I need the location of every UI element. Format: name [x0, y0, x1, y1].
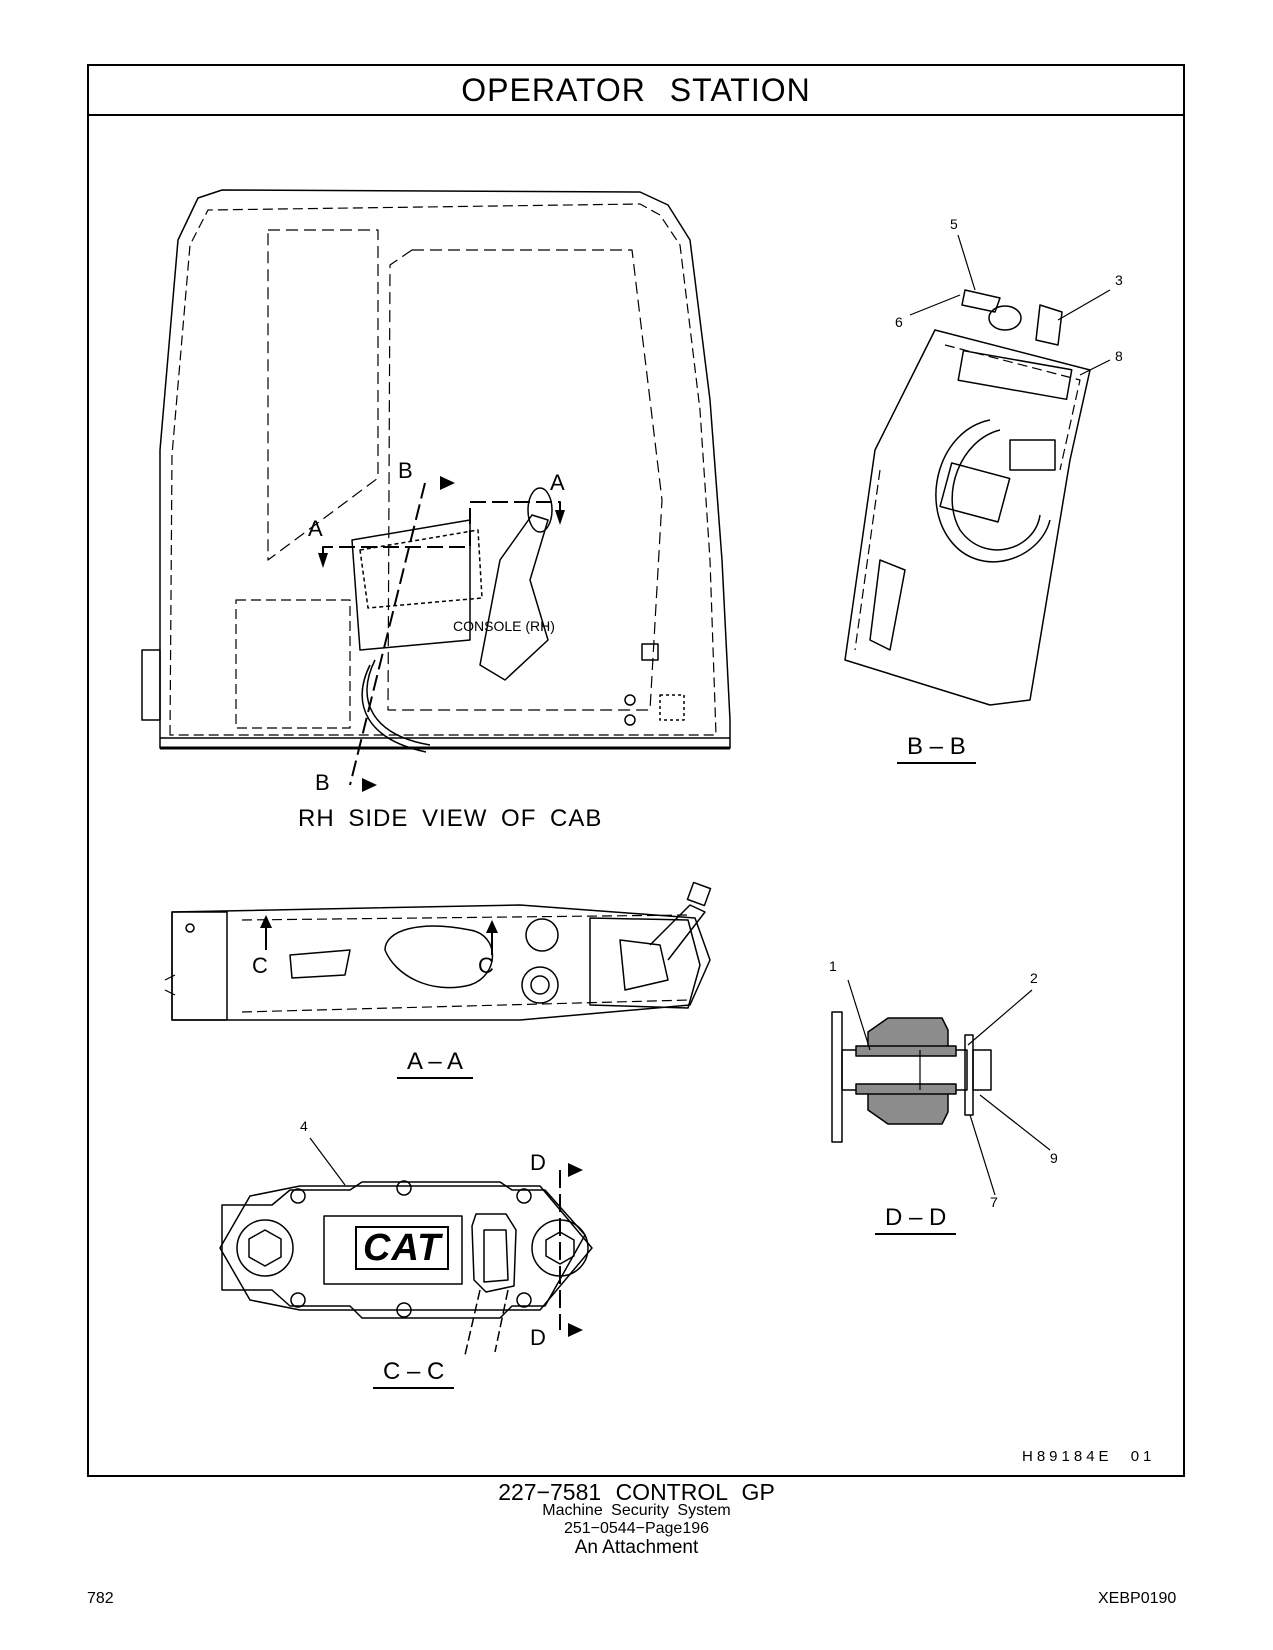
section-arrows-cc — [568, 1163, 583, 1337]
rh-side-view-title: RH SIDE VIEW OF CAB — [298, 805, 603, 832]
attachment-note: An Attachment — [574, 1537, 699, 1558]
drawing-frame: OPERATOR STATION — [87, 64, 1185, 1477]
callout-2: 2 — [1030, 970, 1038, 986]
callout-8: 8 — [1115, 348, 1123, 364]
cat-logo: CAT — [355, 1226, 450, 1270]
callout-4: 4 — [300, 1118, 308, 1134]
callout-9: 9 — [1050, 1150, 1058, 1166]
part-number-title: 227−7581 CONTROL GP — [498, 1479, 775, 1505]
section-line-a-a — [322, 501, 561, 553]
section-arrows-aa — [260, 915, 498, 933]
section-c-c-title: C – C — [373, 1358, 455, 1389]
callout-1: 1 — [829, 958, 837, 974]
cab-side-view — [141, 189, 731, 753]
detail-view-c-c — [219, 1170, 593, 1356]
section-marker-b-bottom: B — [315, 770, 330, 795]
drawing-reference: H89184E 01 — [1022, 1448, 1156, 1465]
callout-7: 7 — [990, 1194, 998, 1210]
section-marker-a-left: A — [308, 516, 323, 541]
section-marker-c-left: C — [252, 953, 268, 978]
console-rh-label: CONSOLE (RH) — [453, 618, 555, 634]
detail-view-a-a — [164, 881, 712, 1021]
page-title: OPERATOR STATION — [89, 66, 1183, 116]
detail-view-d-d — [831, 979, 1051, 1196]
section-marker-c-right: C — [478, 953, 494, 978]
section-d-d-title: D – D — [875, 1204, 957, 1235]
callout-leaders — [309, 234, 1111, 1186]
section-marker-d-bottom: D — [530, 1325, 546, 1350]
section-marker-b-top: B — [398, 458, 413, 483]
section-marker-d-top: D — [530, 1150, 546, 1175]
detail-view-b-b — [844, 289, 1091, 706]
callout-3: 3 — [1115, 272, 1123, 288]
page-reference: 251−0544−Page196 — [563, 1520, 710, 1537]
section-a-a-title: A – A — [397, 1048, 474, 1079]
section-arrows-cab — [318, 476, 565, 792]
section-b-b-title: B – B — [897, 733, 976, 764]
document-code: XEBP0190 — [1098, 1590, 1177, 1607]
section-marker-a-right: A — [550, 470, 565, 495]
callout-5: 5 — [950, 216, 958, 232]
system-name: Machine Security System — [542, 1502, 731, 1519]
section-line-b-b — [349, 482, 426, 786]
page-number: 782 — [87, 1590, 114, 1607]
callout-6: 6 — [895, 314, 903, 330]
